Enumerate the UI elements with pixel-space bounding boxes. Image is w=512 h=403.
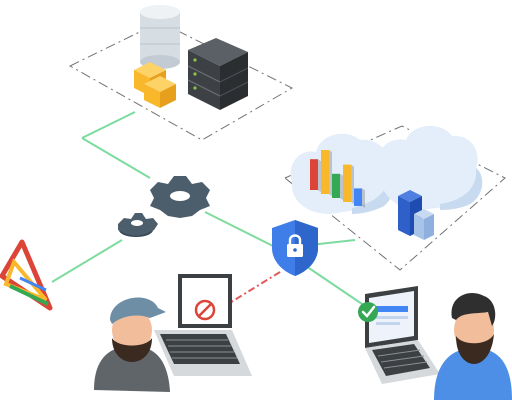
- link-storage-to-gears-2: [81, 137, 151, 179]
- chart-bar-1: [310, 159, 318, 190]
- chart-bar-4: [343, 164, 351, 202]
- link-storage-to-gears: [81, 111, 136, 139]
- chart-bar-side-1: [318, 159, 321, 192]
- link-shield-to-right-user: [299, 261, 366, 307]
- chart-bar-2: [321, 150, 329, 194]
- bar-chart-cloud-icon: [290, 133, 395, 214]
- shield-lock-icon: [272, 220, 318, 276]
- server-rack-icon: [187, 38, 249, 110]
- cloud-blocks-icon: [377, 125, 483, 240]
- chart-bar-side-2: [329, 150, 332, 196]
- analytics-group: [284, 125, 506, 271]
- chart-bar-side-3: [340, 173, 343, 200]
- cube-stack-icon: [134, 62, 176, 108]
- left-user-group: [94, 274, 252, 392]
- blocked-icon: [194, 299, 216, 321]
- check-icon: [358, 302, 378, 322]
- database-icon: [140, 5, 180, 69]
- laptop-icon-right: [365, 286, 440, 384]
- bar-chart: [310, 150, 365, 208]
- link-shield-to-left-user-blocked: [227, 271, 281, 305]
- connectors: [51, 111, 366, 307]
- person-beard-icon: [434, 292, 512, 400]
- storage-platform: [68, 21, 294, 141]
- small-gear-icon: [118, 213, 158, 237]
- chart-bar-side-4: [351, 164, 354, 204]
- link-logo-to-gears: [51, 239, 123, 283]
- chart-bar-side-5: [362, 188, 365, 208]
- chart-bar-3: [332, 173, 340, 198]
- right-user-group: [358, 286, 512, 400]
- large-gear-icon: [150, 176, 210, 218]
- chart-bar-5: [354, 188, 362, 206]
- laptop-icon: [154, 274, 252, 376]
- link-gears-to-shield: [204, 211, 286, 253]
- storage-group: [68, 5, 294, 141]
- tri-color-logo-icon: [0, 239, 53, 311]
- person-cap-icon: [94, 297, 170, 392]
- processing-gears: [118, 176, 210, 237]
